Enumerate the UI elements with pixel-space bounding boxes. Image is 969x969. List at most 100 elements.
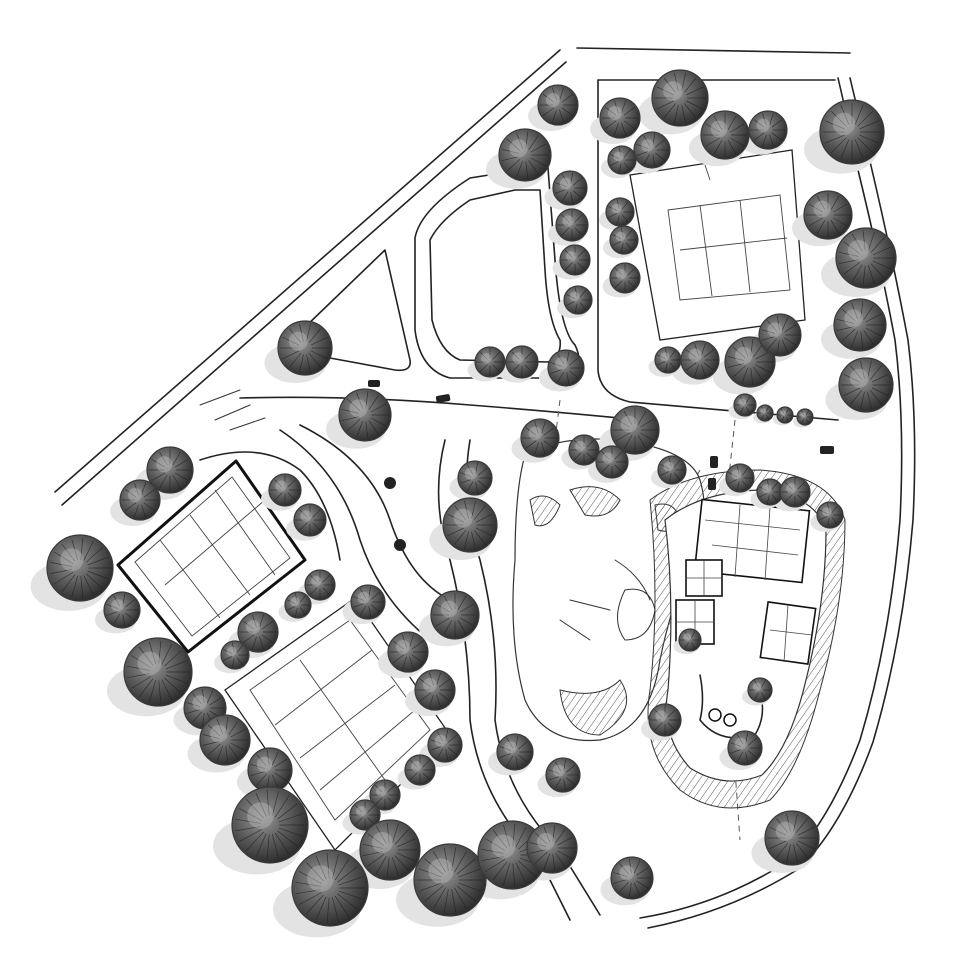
tree-icon [526,822,578,874]
diagonal-road-outer [54,49,561,493]
central-drive-west [279,429,431,641]
garden-planter-4 [559,679,628,736]
tree-icon [284,591,312,619]
tree-icon [350,584,386,620]
tree-icon [610,856,654,900]
tree-icon [758,313,802,357]
tree-icon [648,703,682,737]
tree-icon [199,714,251,766]
west-court-outline [116,459,307,654]
tree-icon [733,393,757,417]
trees [46,69,897,927]
tree-icon [247,747,293,793]
tree-icon [700,110,750,160]
tree-icon [498,128,552,182]
tree-icon [537,84,579,126]
tree-icon [545,757,581,793]
tree-icon [369,779,401,811]
central-drive-north [239,396,641,421]
tree-icon [678,628,702,652]
tree-icon [651,69,709,127]
tree-icon [237,611,279,653]
lawn-panel-north [414,167,580,379]
tree-icon [414,669,456,711]
tree-icon [607,145,637,175]
top-road [576,47,851,54]
north-field-boundary [629,149,806,341]
north-field-enclosure [597,79,839,421]
tree-icon [231,786,309,864]
tree-icon [359,819,421,881]
tree-icon [277,320,333,376]
west-court-inner [134,476,291,637]
tree-icon [727,730,763,766]
tree-icon [747,677,773,703]
tree-icon [833,298,887,352]
garden-planter-2 [569,486,621,517]
tree-icon [430,590,480,640]
tree-icon [46,534,114,602]
tree-icon [119,479,161,521]
tree-icon [756,404,774,422]
tree-icon [764,810,820,866]
west-court [116,459,307,654]
building-forecourt [699,674,764,739]
tree-icon [599,97,641,139]
garden-pond [617,588,656,641]
car-icon [394,539,406,551]
car-icon [384,477,396,489]
tree-icon [819,99,885,165]
tree-icon [293,503,327,537]
tree-icon [552,170,588,206]
tree-icon [404,754,436,786]
car-icon [708,478,716,490]
tree-icon [796,408,814,426]
parking-stripes [199,389,266,431]
diagonal-road-inner [61,61,567,506]
tree-icon [427,727,463,763]
cars [368,380,834,551]
tree-icon [595,445,629,479]
tree-icon [724,336,776,388]
car-icon [435,394,451,403]
tree-icon [520,418,560,458]
north-field-inner [667,194,791,301]
tree-icon [474,346,506,378]
tree-icon [103,591,141,629]
tree-icon [816,501,844,529]
tree-icon [654,346,682,374]
triangle-lawn [275,249,412,372]
lawn-panel-north-inner [429,189,562,363]
south-path-west [437,439,571,921]
tree-icon [349,799,381,831]
tree-icon [496,733,534,771]
tree-icon [123,637,193,707]
court-loop-path [199,451,341,561]
dashed-axis-3 [719,419,741,841]
building-block-north-grid [704,504,801,581]
west-court-markings [159,489,276,619]
central-drive-west-2 [299,424,451,601]
building-room-grid [676,560,813,663]
tree-icon [803,190,853,240]
tree-icon [220,640,250,670]
car-icon [368,380,380,387]
fountain-icon [723,713,737,727]
tree-icon [338,388,392,442]
north-field-markings [679,164,788,297]
tree-icon [609,225,639,255]
tree-icon [748,110,788,150]
tree-icon [568,434,600,466]
tree-icon [609,262,641,294]
tree-icon [779,476,811,508]
tree-icon [505,345,539,379]
south-court-inner [249,619,431,821]
tree-icon [555,208,589,242]
tree-icon [680,340,720,380]
tree-icon [657,455,687,485]
south-court-markings [274,649,416,791]
tree-icon [725,463,755,493]
tree-icon [304,569,336,601]
